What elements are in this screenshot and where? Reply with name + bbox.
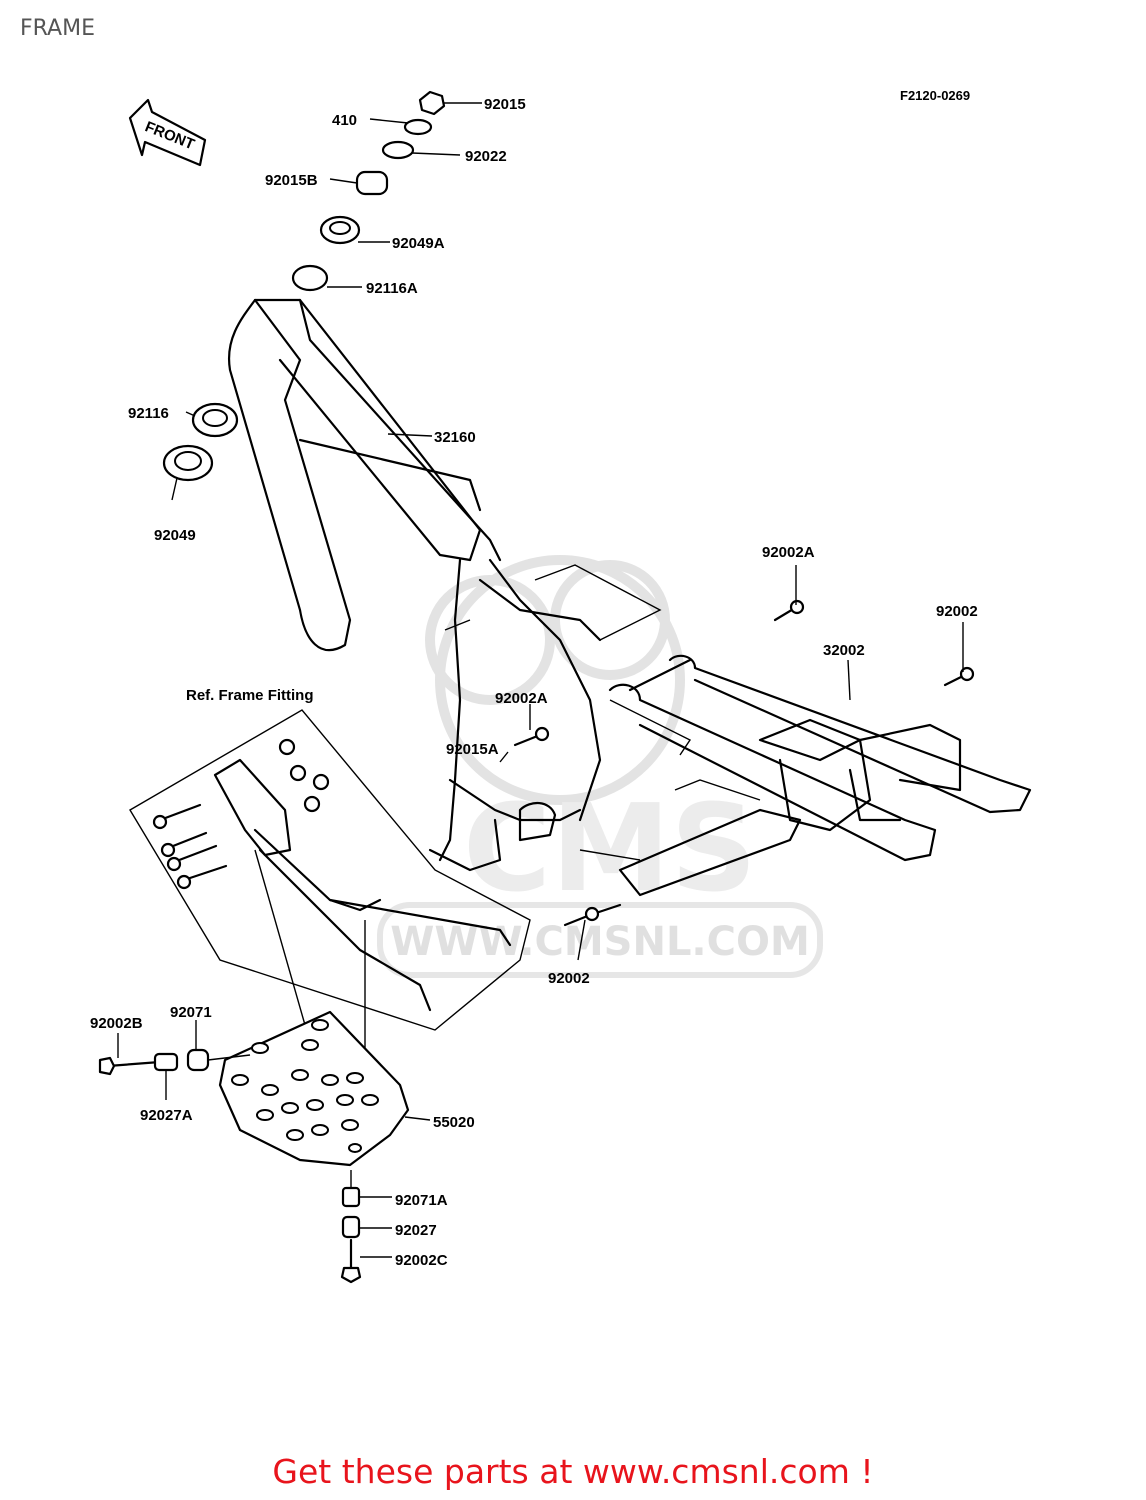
skid-plate-fasteners <box>98 1048 362 1284</box>
watermark: CMS WWW.CMSNL.COM <box>377 555 823 978</box>
part-label: 92049 <box>154 527 196 544</box>
bolts <box>513 599 975 927</box>
part-label: 32002 <box>823 642 865 659</box>
watermark-text: WWW.CMSNL.COM <box>390 919 810 965</box>
part-label: 92116A <box>366 280 418 297</box>
part-label: 92002B <box>90 1015 143 1032</box>
part-label: 92049A <box>392 235 445 252</box>
ref-frame-fitting-panel <box>129 709 531 1070</box>
skid-plate <box>218 1010 410 1167</box>
part-label: 92015 <box>484 96 526 113</box>
part-label: 92022 <box>465 148 507 165</box>
part-label: 92027 <box>395 1222 437 1239</box>
steering-head-parts <box>162 90 446 482</box>
leader-lines <box>117 102 964 1258</box>
part-labels: 92015 410 92022 92015B 92049A 92116A 921… <box>90 96 978 1269</box>
watermark-logo: CMS <box>463 780 757 919</box>
main-frame <box>227 298 602 872</box>
part-label: 92002C <box>395 1252 448 1269</box>
frame-exploded-diagram: CMS WWW.CMSNL.COM F2120-0269 FRONT <box>90 88 1032 1284</box>
part-label: 92015A <box>446 741 499 758</box>
engine-outline <box>444 564 761 861</box>
part-label: 92071 <box>170 1004 212 1021</box>
ref-label: Ref. Frame Fitting <box>186 687 314 704</box>
page-title: FRAME <box>20 16 95 41</box>
part-label: 92002 <box>548 970 590 987</box>
part-label: 92071A <box>395 1192 448 1209</box>
part-label: 92027A <box>140 1107 193 1124</box>
part-label: 92002 <box>936 603 978 620</box>
part-label: 92116 <box>128 405 169 422</box>
part-label: 92002A <box>495 690 548 707</box>
part-label: 55020 <box>433 1114 475 1131</box>
figure-code: F2120-0269 <box>900 88 970 103</box>
part-label: 92002A <box>762 544 815 561</box>
part-label: 32160 <box>434 429 476 446</box>
front-arrow-icon: FRONT <box>128 98 207 167</box>
part-label: 92015B <box>265 172 318 189</box>
part-label: 410 <box>332 112 357 129</box>
rear-subframe <box>588 654 1032 917</box>
footer-link[interactable]: Get these parts at www.cmsnl.com ! <box>272 1452 874 1491</box>
